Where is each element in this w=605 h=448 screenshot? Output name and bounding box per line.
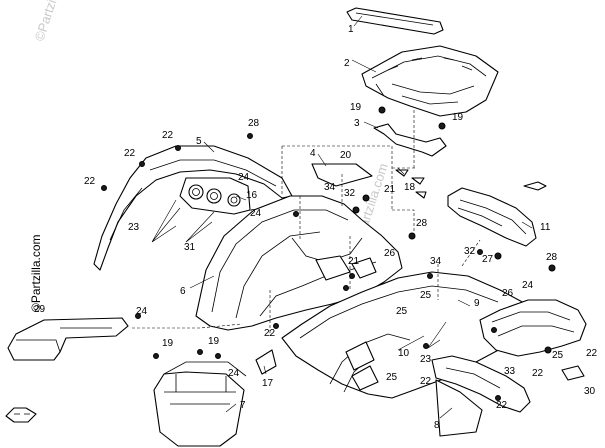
callout-25c[interactable]: 25 <box>386 372 398 383</box>
callout-19d[interactable]: 19 <box>208 336 220 347</box>
callout-22h[interactable]: 22 <box>586 348 598 359</box>
callout-30[interactable]: 30 <box>584 386 596 397</box>
callout-3[interactable]: 3 <box>354 118 360 129</box>
callout-33[interactable]: 33 <box>504 366 516 377</box>
callout-22c[interactable]: 22 <box>84 176 96 187</box>
callout-5[interactable]: 5 <box>196 136 202 147</box>
callout-18[interactable]: 18 <box>404 182 416 193</box>
callout-31[interactable]: 31 <box>184 242 196 253</box>
callout-32a[interactable]: 32 <box>344 188 356 199</box>
callout-25d[interactable]: 25 <box>552 350 564 361</box>
part-5-left-fender-trim <box>93 145 293 271</box>
callout-23a[interactable]: 23 <box>128 222 140 233</box>
callout-17[interactable]: 17 <box>262 378 274 389</box>
callout-16[interactable]: 16 <box>246 190 258 201</box>
callout-24c[interactable]: 24 <box>136 306 148 317</box>
callout-25a[interactable]: 25 <box>420 290 432 301</box>
callout-34b[interactable]: 34 <box>430 256 442 267</box>
callout-28c[interactable]: 28 <box>546 252 558 263</box>
callout-28b[interactable]: 28 <box>416 218 428 229</box>
part-3-bracket <box>373 123 447 157</box>
callout-1[interactable]: 1 <box>348 24 354 35</box>
callout-19c[interactable]: 19 <box>162 338 174 349</box>
corner-logo <box>5 407 37 423</box>
callout-32b[interactable]: 32 <box>464 246 476 257</box>
callouts: 1 2 3 4 5 6 7 8 9 10 11 16 17 18 19 19 1… <box>34 24 598 431</box>
part-right-lower-fender <box>479 299 587 357</box>
watermark-side: ©Partzilla.com <box>29 234 43 312</box>
callout-29[interactable]: 29 <box>34 304 46 315</box>
callout-22a[interactable]: 22 <box>162 130 174 141</box>
watermark-top: ©Partzilla.com <box>32 0 72 43</box>
callout-25b[interactable]: 25 <box>396 306 408 317</box>
callout-26b[interactable]: 26 <box>502 288 514 299</box>
callout-9[interactable]: 9 <box>474 298 480 309</box>
part-1-top-strip <box>346 7 444 35</box>
leader-lines <box>151 15 533 419</box>
part-30-reflector <box>561 365 585 381</box>
callout-19b[interactable]: 19 <box>452 112 464 123</box>
callout-24b[interactable]: 24 <box>250 208 262 219</box>
callout-28a[interactable]: 28 <box>248 118 260 129</box>
part-16-light-cluster <box>179 177 251 215</box>
callout-24d[interactable]: 24 <box>228 368 240 379</box>
callout-19a[interactable]: 19 <box>350 102 362 113</box>
callout-2[interactable]: 2 <box>344 58 350 69</box>
part-11-right-panel <box>447 187 537 247</box>
callout-24a[interactable]: 24 <box>238 172 250 183</box>
part-29-left-tray <box>7 317 129 361</box>
callout-22b[interactable]: 22 <box>124 148 136 159</box>
assembly-guides <box>132 110 481 336</box>
fasteners <box>101 106 556 401</box>
callout-24e[interactable]: 24 <box>522 280 534 291</box>
callout-27[interactable]: 27 <box>482 254 494 265</box>
callout-8[interactable]: 8 <box>434 420 440 431</box>
callout-22f[interactable]: 22 <box>496 400 508 411</box>
part-2-rear-rack <box>361 45 499 117</box>
callout-22e[interactable]: 22 <box>420 376 432 387</box>
callout-10[interactable]: 10 <box>398 348 410 359</box>
part-7-storage-bin <box>153 361 247 447</box>
callout-20[interactable]: 20 <box>340 150 352 161</box>
callout-22g[interactable]: 22 <box>532 368 544 379</box>
callout-23b[interactable]: 23 <box>420 354 432 365</box>
callout-4[interactable]: 4 <box>310 148 316 159</box>
callout-11[interactable]: 11 <box>540 222 551 233</box>
part-10-center-fender <box>281 271 541 399</box>
part-17-lower-bracket <box>255 349 277 375</box>
callout-7[interactable]: 7 <box>240 400 246 411</box>
callout-21b[interactable]: 21 <box>348 256 360 267</box>
callout-22d[interactable]: 22 <box>264 328 276 339</box>
callout-34a[interactable]: 34 <box>324 182 336 193</box>
part-8-right-fender-flap <box>431 355 531 437</box>
callout-26a[interactable]: 26 <box>384 248 396 259</box>
callout-6[interactable]: 6 <box>180 286 186 297</box>
callout-21a[interactable]: 21 <box>384 184 396 195</box>
